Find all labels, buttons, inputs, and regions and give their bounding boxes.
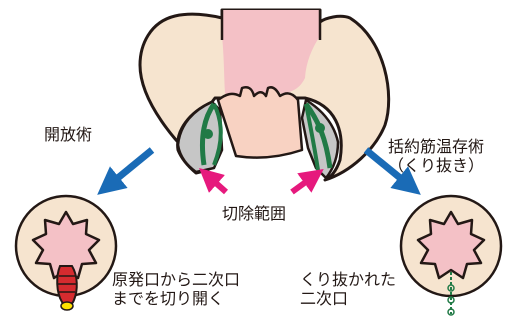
fistula-opening-left bbox=[203, 129, 213, 139]
arrow-down-left-icon bbox=[108, 150, 152, 186]
anal-canal-mucosa bbox=[218, 87, 302, 157]
open-wound bbox=[57, 266, 77, 305]
excision-range-label: 切除範囲 bbox=[222, 204, 286, 223]
sphincter-preserving-label: 括約筋温存術 （くり抜き） bbox=[388, 137, 484, 175]
open-result-label: 原発口から二次口 までを切り開く bbox=[112, 270, 240, 308]
open-surgery-label: 開放術 bbox=[44, 125, 92, 144]
arrow-up-left-icon bbox=[292, 176, 314, 192]
coring-result-label-line1: くり抜かれた bbox=[300, 270, 396, 289]
sphincter-preserving-label-line2: （くり抜き） bbox=[388, 156, 484, 175]
wound-tip bbox=[61, 302, 73, 310]
coring-result-figure bbox=[401, 196, 501, 315]
open-result-label-line2: までを切り開く bbox=[112, 289, 240, 308]
fistula-opening-right bbox=[315, 123, 325, 133]
coring-result-label: くり抜かれた 二次口 bbox=[300, 270, 396, 308]
anal-canal-cross-section bbox=[140, 10, 389, 180]
coring-result-label-line2: 二次口 bbox=[300, 289, 396, 308]
open-result-label-line1: 原発口から二次口 bbox=[112, 270, 240, 289]
arrow-up-right-icon bbox=[208, 176, 226, 192]
sphincter-preserving-label-line1: 括約筋温存術 bbox=[388, 137, 484, 156]
open-surgery-result-figure bbox=[16, 196, 116, 310]
